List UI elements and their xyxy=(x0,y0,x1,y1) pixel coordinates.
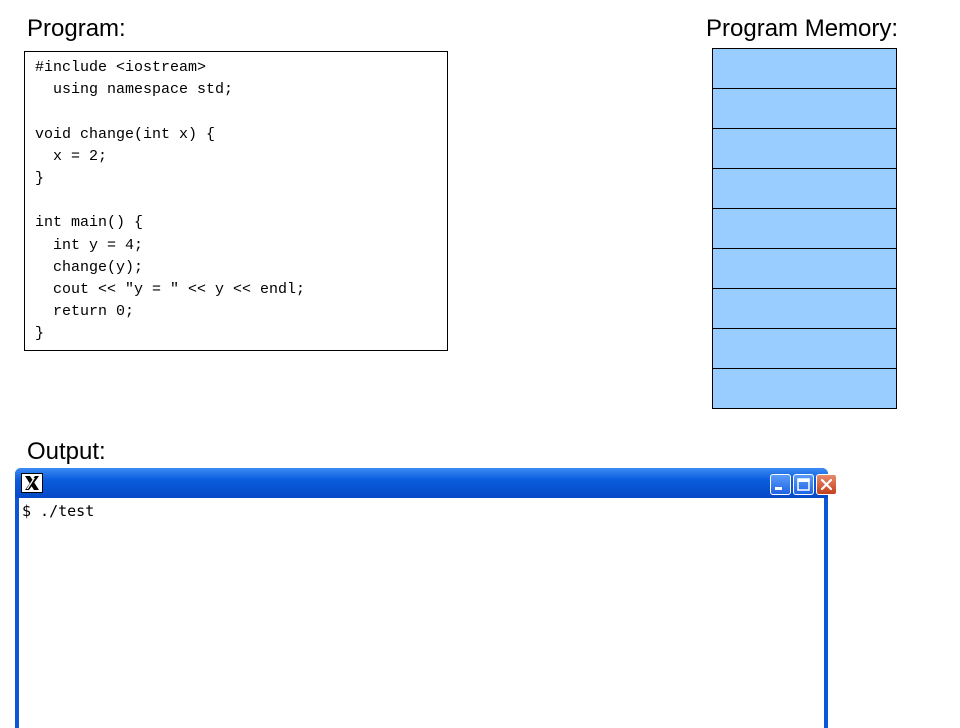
code-line: change(y); xyxy=(35,258,144,276)
code-line: int main() { xyxy=(35,214,144,232)
maximize-icon xyxy=(797,478,810,491)
memory-cell xyxy=(713,89,896,129)
code-line: } xyxy=(35,169,45,187)
x-window-icon xyxy=(21,473,43,493)
code-line: } xyxy=(35,325,45,343)
code-line xyxy=(35,101,437,123)
memory-cell xyxy=(713,209,896,249)
terminal-prompt-line: $ ./test xyxy=(22,502,95,520)
memory-cell xyxy=(713,129,896,169)
program-heading: Program: xyxy=(27,15,126,42)
title-bar[interactable] xyxy=(15,468,837,498)
code-line: void change(int x) { xyxy=(35,125,216,143)
terminal-output-area[interactable]: $ ./test xyxy=(19,498,824,728)
memory-cell xyxy=(713,49,896,89)
maximize-button[interactable] xyxy=(793,474,814,495)
minimize-button[interactable] xyxy=(770,474,791,495)
memory-cell xyxy=(713,289,896,329)
terminal-window: $ ./test xyxy=(15,468,837,728)
code-line: int y = 4; xyxy=(35,236,144,254)
close-button[interactable] xyxy=(816,474,837,495)
code-line: return 0; xyxy=(35,303,135,321)
code-line: using namespace std; xyxy=(35,81,234,99)
code-listing: #include <iostream> using namespace std;… xyxy=(24,51,448,351)
code-line xyxy=(35,190,437,212)
minimize-icon xyxy=(775,487,782,490)
memory-cell xyxy=(713,249,896,289)
memory-heading: Program Memory: xyxy=(706,15,899,42)
memory-cell xyxy=(713,369,896,409)
code-line: #include <iostream> xyxy=(35,59,207,76)
code-line: x = 2; xyxy=(35,147,108,165)
close-icon xyxy=(820,478,833,491)
memory-cell xyxy=(713,169,896,209)
memory-cell xyxy=(713,329,896,369)
output-heading: Output: xyxy=(27,438,106,465)
code-line: cout << "y = " << y << endl; xyxy=(35,280,306,298)
program-memory-stack xyxy=(712,48,897,409)
